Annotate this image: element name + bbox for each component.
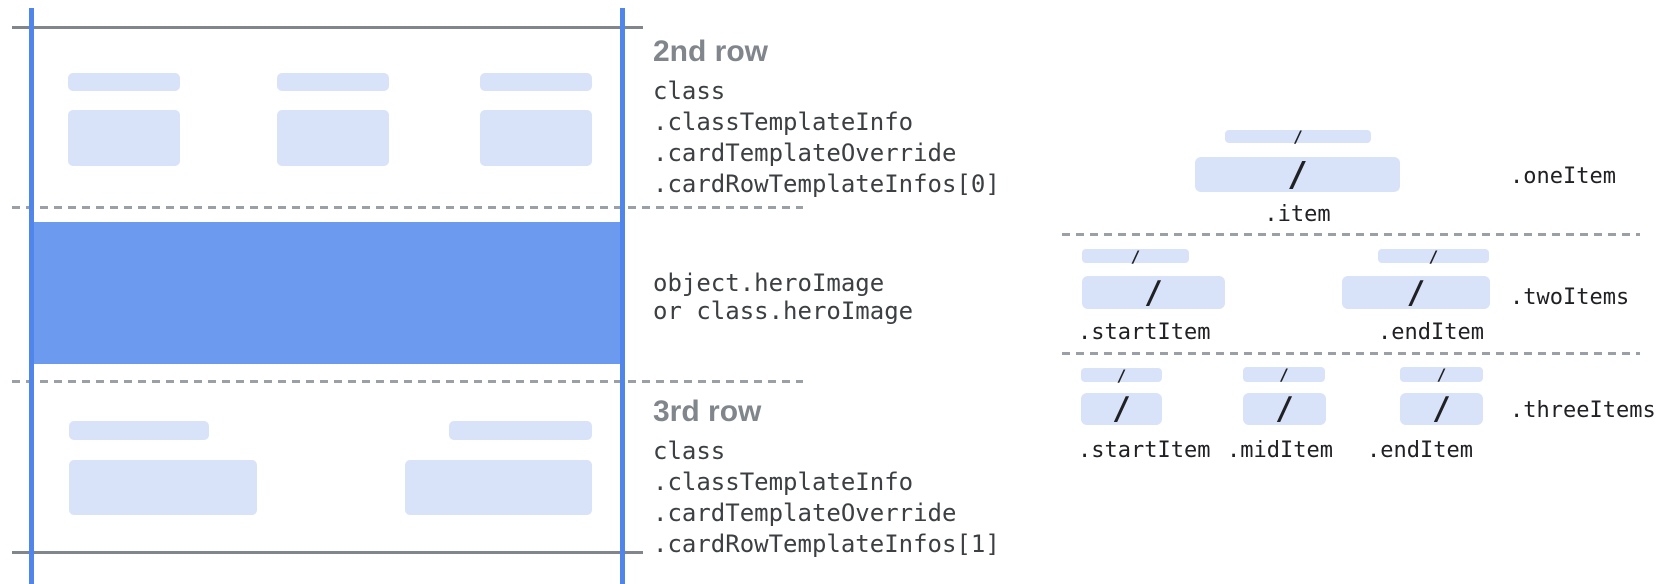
image-slash-glyph: / xyxy=(1432,391,1451,427)
row2-code-line: .cardTemplateOverride xyxy=(653,139,957,167)
threeitems-enditem-label-bar: / xyxy=(1400,365,1483,384)
oneitem-section-label: .oneItem xyxy=(1510,164,1616,189)
oneitem-twoitems-divider-dashed-line xyxy=(1062,233,1640,236)
row3-code-line: class xyxy=(653,437,726,465)
row3-code-line: .classTemplateInfo xyxy=(653,468,914,496)
row2-col2-label-placeholder xyxy=(277,73,389,91)
row2-col2-value-placeholder xyxy=(277,110,389,166)
row3-col1-value-placeholder xyxy=(69,460,257,515)
card-left-margin-guide xyxy=(29,8,34,584)
image-slash-glyph: / xyxy=(1406,274,1426,311)
twoitems-enditem-label: .endItem xyxy=(1378,320,1484,345)
row2-col1-value-placeholder xyxy=(68,110,180,166)
threeitems-section-label: .threeItems xyxy=(1510,398,1656,423)
card-top-edge-line xyxy=(12,26,643,29)
threeitems-miditem-label: .midItem xyxy=(1227,438,1333,463)
row3-heading: 3rd row xyxy=(653,395,762,428)
image-slash-glyph: / xyxy=(1144,274,1163,311)
row2-col1-label-placeholder xyxy=(68,73,180,91)
twoitems-enditem-value-bar: / xyxy=(1342,274,1490,311)
oneitem-item-label: .item xyxy=(1264,202,1331,227)
oneitem-item-value-bar: / xyxy=(1195,154,1400,195)
row2-col3-label-placeholder xyxy=(480,73,592,91)
twoitems-threeitems-divider-dashed-line xyxy=(1062,352,1640,355)
row2-code-line: .cardRowTemplateInfos[0] xyxy=(653,170,1000,198)
threeitems-enditem-label: .endItem xyxy=(1367,438,1473,463)
hero-row3-divider-dashed-line xyxy=(12,380,803,383)
card-bottom-edge-line xyxy=(12,551,643,554)
hero-code-line: or class.heroImage xyxy=(653,297,914,325)
twoitems-startitem-label: .startItem xyxy=(1078,320,1211,345)
row2-hero-divider-dashed-line xyxy=(12,206,803,209)
image-slash-glyph: / xyxy=(1112,391,1131,427)
row3-col2-label-placeholder xyxy=(449,421,592,440)
threeitems-startitem-value-bar: / xyxy=(1081,391,1162,427)
image-slash-glyph: / xyxy=(1130,246,1141,266)
threeitems-miditem-label-bar: / xyxy=(1243,365,1325,384)
row2-code-line: .classTemplateInfo xyxy=(653,108,914,136)
twoitems-enditem-label-bar: / xyxy=(1378,246,1489,266)
row3-code-line: .cardRowTemplateInfos[1] xyxy=(653,530,1000,558)
row3-code-line: .cardTemplateOverride xyxy=(653,499,957,527)
image-slash-glyph: / xyxy=(1428,246,1439,266)
hero-code-line: object.heroImage xyxy=(653,269,885,297)
row3-col2-value-placeholder xyxy=(405,460,592,515)
twoitems-startitem-label-bar: / xyxy=(1082,246,1189,266)
image-slash-glyph: / xyxy=(1293,127,1303,146)
image-slash-glyph: / xyxy=(1436,365,1447,384)
row2-heading: 2nd row xyxy=(653,35,769,68)
card-right-margin-guide xyxy=(620,8,625,584)
threeitems-miditem-value-bar: / xyxy=(1243,391,1326,427)
threeitems-startitem-label: .startItem xyxy=(1078,438,1211,463)
row2-code-line: class xyxy=(653,77,726,105)
twoitems-section-label: .twoItems xyxy=(1510,285,1630,310)
image-slash-glyph: / xyxy=(1279,365,1289,384)
threeitems-enditem-value-bar: / xyxy=(1400,391,1483,427)
twoitems-startitem-value-bar: / xyxy=(1082,274,1225,311)
image-slash-glyph: / xyxy=(1275,391,1294,427)
threeitems-startitem-label-bar: / xyxy=(1081,365,1162,385)
image-slash-glyph: / xyxy=(1287,154,1308,195)
row2-col3-value-placeholder xyxy=(480,110,592,166)
oneitem-item-label-bar: / xyxy=(1225,127,1371,146)
hero-image-band xyxy=(29,222,625,364)
row3-col1-label-placeholder xyxy=(69,421,209,440)
image-slash-glyph: / xyxy=(1116,365,1127,385)
